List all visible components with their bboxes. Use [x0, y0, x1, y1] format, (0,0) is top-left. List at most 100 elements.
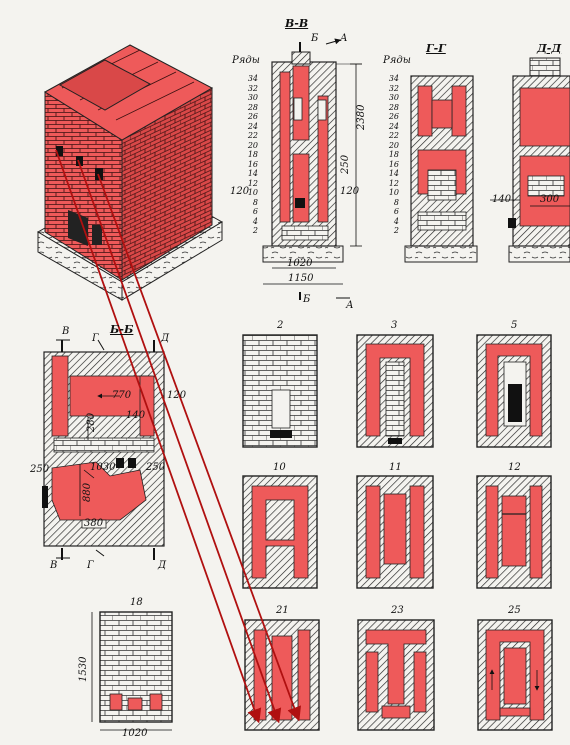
row-number: 34: [388, 74, 399, 83]
plan-label-18: 18: [130, 597, 143, 608]
row-number: 26: [388, 112, 399, 121]
row-number: 4: [393, 216, 399, 226]
dim-1150: 1150: [288, 273, 314, 284]
row-number: 22: [247, 131, 258, 140]
cut-label-d: Д: [161, 333, 170, 344]
dim-bb-280: 280: [86, 412, 97, 432]
dim-120-right: 120: [340, 186, 360, 197]
plan-label-5: 5: [511, 320, 518, 331]
section-title-v-v: В-В: [285, 17, 309, 30]
dim-bb-1030: 1030: [90, 462, 116, 473]
dim-bb-250-left: 250: [30, 464, 50, 475]
dim-250: 250: [340, 154, 351, 174]
plan-row-5: [476, 334, 552, 448]
row-number: 12: [388, 178, 399, 188]
section-title-g-g: Г-Г: [426, 42, 446, 55]
dim-1020: 1020: [287, 258, 313, 269]
row-number: 16: [247, 159, 258, 169]
dim-height: 2380: [356, 104, 367, 130]
row-number: 10: [388, 188, 399, 197]
row-number: 28: [247, 102, 258, 112]
section-g-g: [404, 75, 478, 263]
plan-label-23: 23: [391, 605, 404, 616]
plan-row-11: [356, 475, 434, 589]
row-number: 12: [247, 178, 258, 188]
leader-arrow: [97, 173, 302, 722]
row-number: 2: [393, 226, 399, 235]
row-number: 24: [247, 121, 258, 131]
dim-120-left: 120: [230, 186, 250, 197]
plan-label-21: 21: [276, 605, 289, 616]
row-number: 2: [252, 226, 258, 235]
dim-bb-250-right: 250: [146, 462, 166, 473]
row-number: 6: [393, 207, 399, 216]
row-number: 20: [388, 140, 399, 150]
section-title-b-b: Б-Б: [110, 323, 134, 336]
cut-label-v: В: [62, 326, 70, 337]
dim-plan-1530: 1530: [78, 656, 89, 682]
plan-row-23: [357, 619, 435, 731]
cut-label-b-top: Б: [311, 33, 319, 44]
cut-label-d-bottom: Д: [158, 560, 167, 571]
isometric-stove-view: [37, 44, 223, 301]
row-number: 8: [252, 197, 258, 207]
cut-label-v-bottom: В: [50, 560, 58, 571]
section-b-b: [42, 339, 165, 560]
leader-arrows: [55, 149, 302, 724]
row-number: 10: [247, 188, 258, 197]
cut-label-g-bottom: Г: [87, 560, 94, 571]
section-v-v: [262, 38, 362, 300]
row-number: 34: [247, 74, 258, 83]
dim-bb-880: 880: [82, 482, 93, 502]
row-number: 8: [393, 197, 399, 207]
plan-label-25: 25: [508, 605, 521, 616]
dim-bb-770: 770: [112, 390, 132, 401]
row-number: 30: [247, 93, 258, 102]
dim-bb-120: 120: [167, 390, 187, 401]
cut-label-a-top: А: [340, 33, 348, 44]
row-number: 24: [388, 121, 399, 131]
section-title-d-d: Д-Д: [537, 42, 562, 55]
leader-arrow: [55, 149, 262, 724]
dim-plan-1020: 1020: [122, 728, 148, 739]
row-number: 28: [388, 102, 399, 112]
row-number: 32: [388, 83, 399, 93]
plan-row-10: [242, 475, 318, 589]
row-number: 18: [388, 150, 399, 159]
row-number: 30: [388, 93, 399, 102]
row-number: 22: [388, 131, 399, 140]
row-number: 16: [388, 159, 399, 169]
row-number: 6: [252, 207, 258, 216]
plan-row-2: [242, 334, 318, 448]
plan-row-3: [356, 334, 434, 448]
row-number: 18: [247, 150, 258, 159]
dim-dd-140: 140: [492, 194, 512, 205]
plan-label-2: 2: [277, 320, 284, 331]
plan-label-10: 10: [273, 462, 286, 473]
cut-label-b-bottom: Б: [303, 294, 311, 305]
row-number: 26: [247, 112, 258, 121]
leader-arrow: [77, 159, 282, 724]
plan-row-18: [91, 611, 173, 731]
plan-row-25: [477, 619, 553, 731]
row-number: 4: [252, 216, 258, 226]
cut-label-a-bottom: А: [346, 300, 354, 311]
dim-bb-380: 380: [84, 518, 104, 529]
row-number: 14: [388, 169, 399, 178]
cut-label-g: Г: [92, 333, 99, 344]
row-number: 32: [247, 83, 258, 93]
dim-bb-140: 140: [126, 410, 146, 421]
plan-label-3: 3: [391, 320, 398, 331]
plan-label-12: 12: [508, 462, 521, 473]
row-number: 20: [247, 140, 258, 150]
row-number: 14: [247, 169, 258, 178]
rows-label-2: Ряды: [383, 55, 411, 66]
dim-dd-300: 300: [540, 194, 560, 205]
rows-label: Ряды: [232, 55, 260, 66]
plan-label-11: 11: [389, 462, 402, 473]
section-d-d: [490, 57, 570, 263]
plan-row-12: [476, 475, 552, 589]
